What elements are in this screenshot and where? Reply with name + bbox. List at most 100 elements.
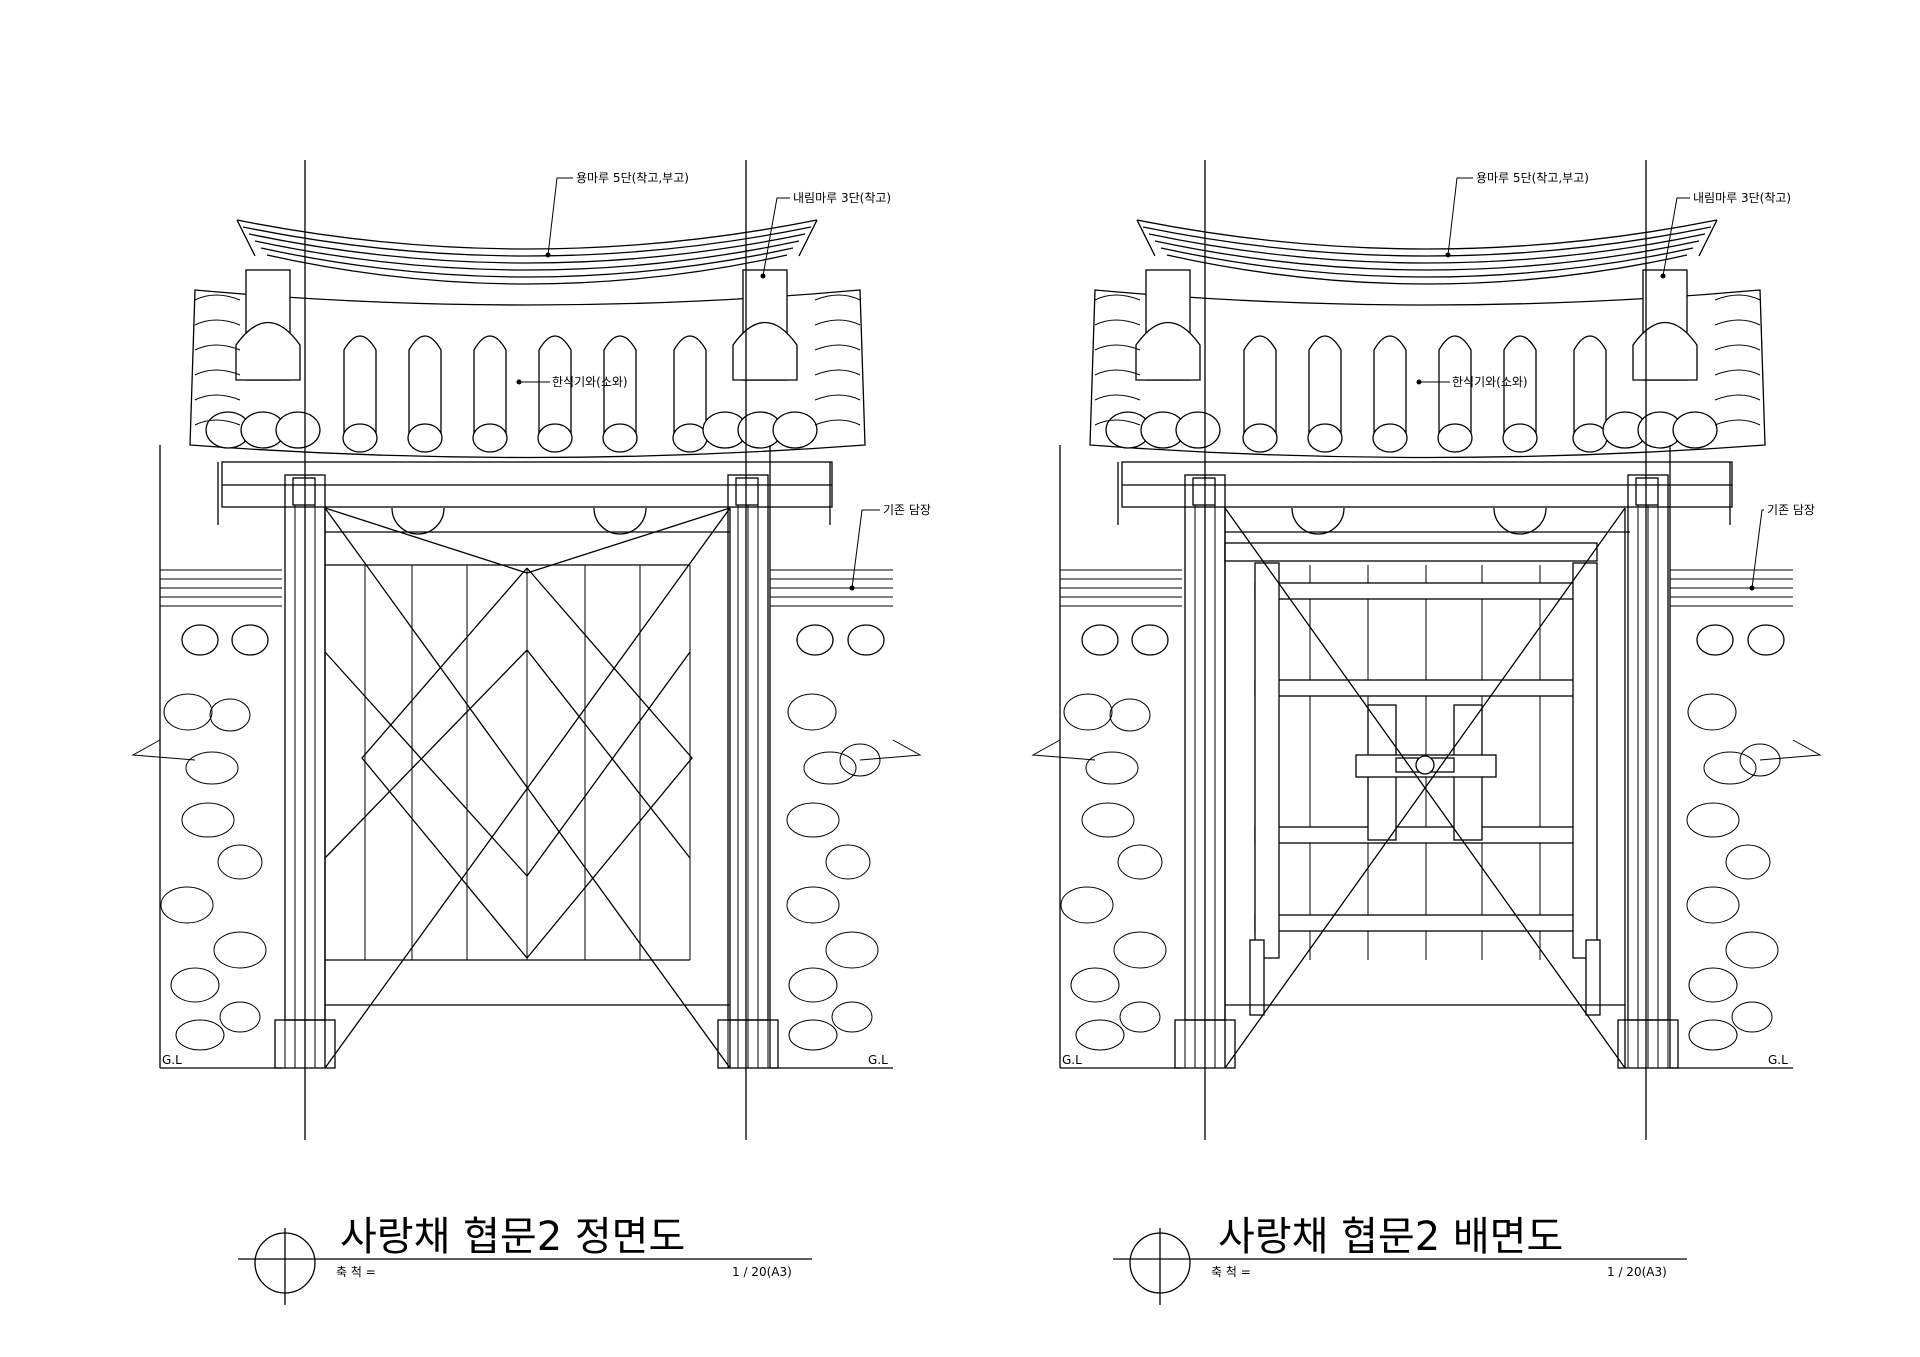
tile-end-cap [672, 423, 708, 453]
wall-coping-tile [1081, 624, 1119, 656]
wall-stone [1731, 1001, 1773, 1033]
tile-end-cap [1502, 423, 1538, 453]
ground-level-label-right: G.L [868, 1053, 888, 1067]
ground-level-label-right: G.L [1768, 1053, 1788, 1067]
roof-tile-column [673, 335, 707, 440]
wall-coping-tile [1747, 624, 1785, 656]
wall-coping-tile [1131, 624, 1169, 656]
wall-stone [170, 967, 220, 1003]
front-annotations: 용마루 5단(착고,부고) 내림마루 3단(착고) 한식기와(소와) 기존 담장… [162, 171, 931, 1067]
roof-tile-column [603, 335, 637, 440]
scale-value: 1 / 20(A3) [1607, 1265, 1667, 1279]
tile-end-cap [407, 423, 443, 453]
wall-stone [786, 886, 840, 924]
wall-stone [163, 693, 213, 731]
roof-tile-column [1503, 335, 1537, 440]
scale-label: 축 척 = [1211, 1265, 1251, 1279]
rear-gate-structure [1031, 160, 1822, 1140]
roof-tile-label: 한식기와(소와) [552, 375, 628, 389]
drawing-title: 사랑채 협문2 배면도 [1218, 1214, 1563, 1260]
tile-end-cap [1437, 423, 1473, 453]
post-capital-right [1635, 477, 1659, 506]
wall-stone [1725, 844, 1771, 880]
wall-stone [1687, 693, 1737, 731]
ridge-course [1142, 226, 1712, 257]
wall-stone [825, 931, 879, 969]
ridge-course [1160, 247, 1694, 278]
ridge-course [1148, 233, 1706, 264]
roof-tile-column [1243, 335, 1277, 440]
wall-stone [185, 751, 239, 785]
wall-stone [1075, 1019, 1125, 1051]
roof-tile-column [1438, 335, 1472, 440]
rear-title-block: 사랑채 협문2 배면도 축 척 = 1 / 20(A3) [1113, 1214, 1687, 1305]
existing-wall-label: 기존 담장 [1767, 503, 1815, 517]
ridge-course [260, 247, 794, 278]
roof-outline [1089, 289, 1766, 459]
wall-coping-tile [796, 624, 834, 656]
ridge-cap [1136, 219, 1718, 250]
wall-stone [825, 844, 871, 880]
roof-tile-label: 한식기와(소와) [1452, 375, 1528, 389]
tile-end-cap [472, 423, 508, 453]
wall-stone [1109, 698, 1151, 732]
scale-label: 축 척 = [336, 1265, 376, 1279]
wall-coping-tile [231, 624, 269, 656]
wall-stone [1688, 967, 1738, 1003]
corner-guardian-tile-right [1632, 321, 1698, 381]
wall-stone [160, 886, 214, 924]
wall-coping-tile [1696, 624, 1734, 656]
wall-stone [787, 693, 837, 731]
wall-stone [839, 743, 881, 777]
wall-stone [1739, 743, 1781, 777]
corner-guardian-tile-left [1135, 321, 1201, 381]
ridge-course [266, 254, 788, 285]
wall-stone [831, 1001, 873, 1033]
roof-tile-column [1373, 335, 1407, 440]
wall-stone [213, 931, 267, 969]
roof-tile-column [1573, 335, 1607, 440]
tile-end-cap [1242, 423, 1278, 453]
wall-stone [1688, 1019, 1738, 1051]
roof-tile-column [538, 335, 572, 440]
wall-stone [1686, 802, 1740, 838]
roof-tile-column [1308, 335, 1342, 440]
wall-coping-tile [181, 624, 219, 656]
corner-guardian-tile-right [732, 321, 798, 381]
wall-stone [1119, 1001, 1161, 1033]
ridge-label: 용마루 5단(착고,부고) [1476, 171, 1589, 185]
ridge-course [248, 233, 806, 264]
wall-stone [788, 1019, 838, 1051]
wall-stone [1060, 886, 1114, 924]
roof-tile-column [343, 335, 377, 440]
post-capital-right [735, 477, 759, 506]
front-elevation: 용마루 5단(착고,부고) 내림마루 3단(착고) 한식기와(소와) 기존 담장… [131, 160, 931, 1305]
roof-tile-column [408, 335, 442, 440]
wall-stone [175, 1019, 225, 1051]
wall-stone [1725, 931, 1779, 969]
wall-stone [1117, 844, 1163, 880]
roof-outline [189, 289, 866, 459]
hip-ridge-label: 내림마루 3단(착고) [1693, 191, 1791, 205]
wall-coping-tile [847, 624, 885, 656]
ridge-label: 용마루 5단(착고,부고) [576, 171, 689, 185]
roof-tile-column [473, 335, 507, 440]
post-capital-left [1192, 477, 1216, 506]
rear-annotations: 용마루 5단(착고,부고) 내림마루 3단(착고) 한식기와(소와) 기존 담장… [1062, 171, 1815, 1067]
wall-stone [217, 844, 263, 880]
hip-ridge-label: 내림마루 3단(착고) [793, 191, 891, 205]
existing-wall-label: 기존 담장 [883, 503, 931, 517]
ground-level-label-left: G.L [1062, 1053, 1082, 1067]
wall-stone [1070, 967, 1120, 1003]
wall-stone [1113, 931, 1167, 969]
ridge-cap [236, 219, 818, 250]
corner-guardian-tile-left [235, 321, 301, 381]
rear-elevation: 용마루 5단(착고,부고) 내림마루 3단(착고) 한식기와(소와) 기존 담장… [1031, 160, 1822, 1305]
wall-stone [1703, 751, 1757, 785]
ridge-course [1166, 254, 1688, 285]
tile-end-cap [1372, 423, 1408, 453]
wall-stone [219, 1001, 261, 1033]
tile-end-cap [537, 423, 573, 453]
ridge-course [1154, 240, 1700, 271]
